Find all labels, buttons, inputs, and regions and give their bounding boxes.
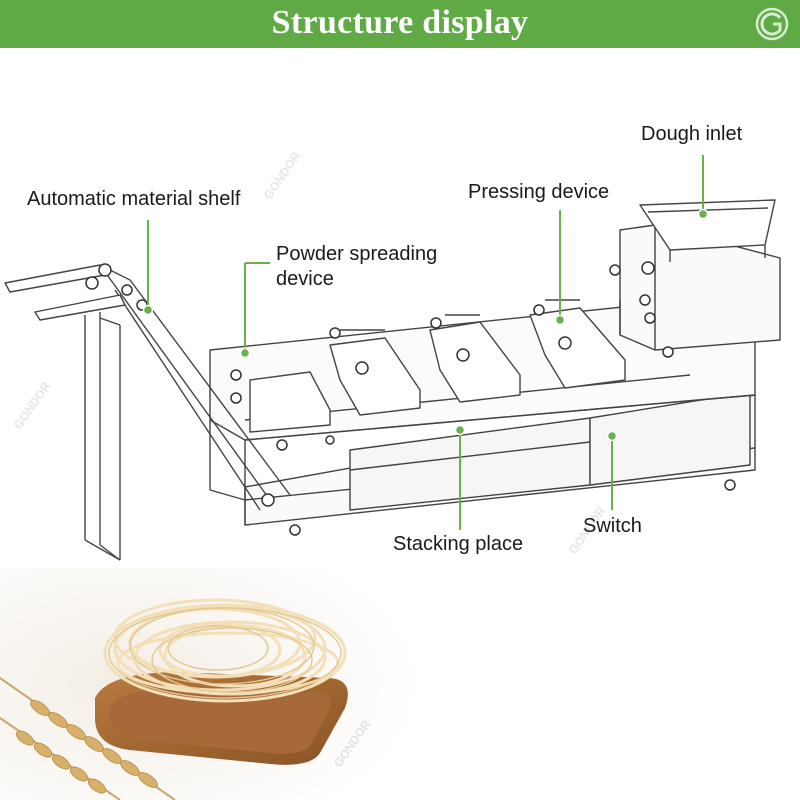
label-powder-spreading-line1: Powder spreading xyxy=(276,243,438,265)
watermark-text: GONDOR xyxy=(261,149,304,202)
label-dough-inlet: Dough inlet xyxy=(641,123,743,145)
label-pressing-device: Pressing device xyxy=(468,181,610,203)
machine-diagram: GONDOR GONDOR GONDOR Dough inlet Pressin… xyxy=(0,48,800,568)
label-automatic-material-shelf: Automatic material shelf xyxy=(27,188,241,210)
watermark-text: GONDOR xyxy=(11,379,54,432)
page-title: Structure display xyxy=(271,4,529,41)
label-powder-spreading-line2: device xyxy=(276,268,334,290)
label-stacking-place: Stacking place xyxy=(393,533,524,555)
header-banner xyxy=(0,0,800,48)
noodle-product-photo: GONDOR xyxy=(0,568,800,801)
noodles-on-plate-image: GONDOR xyxy=(0,568,420,801)
wheat-stalks xyxy=(0,677,176,801)
noodle-machine-drawing: GONDOR GONDOR GONDOR xyxy=(4,149,781,561)
label-switch: Switch xyxy=(583,515,642,537)
gondor-logo-icon xyxy=(755,7,789,41)
